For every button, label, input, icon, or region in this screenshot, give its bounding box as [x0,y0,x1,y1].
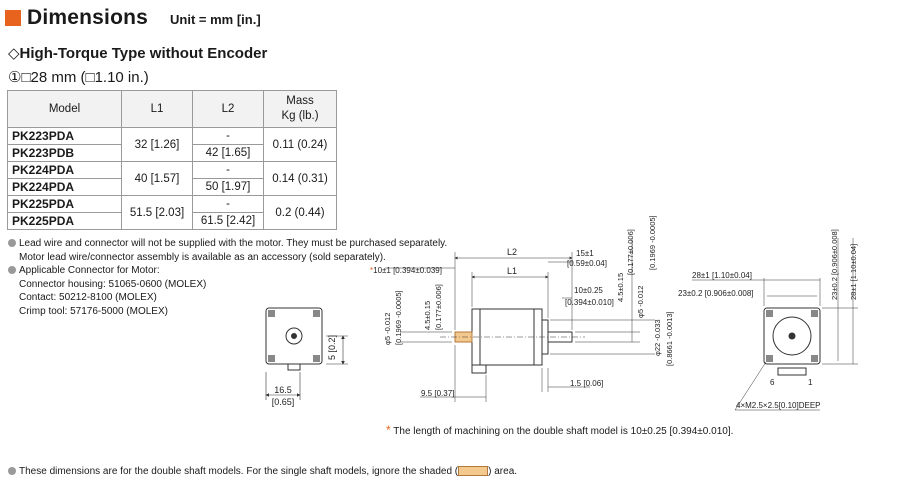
side-view [385,238,655,402]
front-view-large [692,238,858,411]
mounting-holes-label: 4×M2.5×2.5[0.10]DEEP [736,401,821,410]
pin-1-label: 1 [808,378,813,387]
footnote: * The length of machining on the double … [386,423,733,437]
bottom-note-before: These dimensions are for the double shaf… [19,466,459,477]
dim-23-h: 23±0.2 [0.906±0.008] [678,289,754,298]
bullet-icon [8,266,16,275]
dim-l2: L2 [507,247,517,257]
note-contact: Contact: 50212-8100 (MOLEX) [19,292,157,303]
pin-6-label: 6 [770,378,775,387]
dim-23-v: 23±0.2 [0.906±0.008] [830,229,839,300]
dim-5: 5 [0.2] [327,335,337,360]
dim-4-5a-in: [0.177±0.006] [434,284,443,330]
dim-16-5: 16.5 [274,385,292,395]
bullet-icon [8,467,16,476]
l1-cell: 32 [1.26] [121,127,193,162]
col-mass: Mass Kg (lb.) [263,90,337,128]
col-model: Model [7,90,122,128]
asterisk: * [386,423,391,437]
col-mass-line2: Kg (lb.) [281,110,319,122]
dimensions-table: Model L1 L2 Mass Kg (lb.) PK223PDA 32 [1… [7,90,337,230]
mass-cell: 0.2 (0.44) [263,195,337,230]
dim-10-25-in: [0.394±0.010] [565,298,614,307]
page-title: Dimensions [27,6,149,29]
dim-phi5b-in: [0.1969 -0.0005] [648,215,657,270]
col-mass-line1: Mass [286,95,314,107]
l1-cell: 40 [1.57] [121,161,193,196]
table-row: PK225PDA 61.5 [2.42] [7,212,337,230]
motor-size-label: ①□28 mm (□1.10 in.) [8,69,149,86]
dim-28-h: 28±1 [1.10±0.04] [692,271,752,280]
dim-9-5: 9.5 [0.37] [421,389,454,398]
dim-28-v: 28±1 [1.10±0.04] [849,244,858,300]
section-header: Dimensions Unit = mm [in.] [5,6,261,32]
note-crimp: Crimp tool: 57176-5000 (MOLEX) [19,305,168,317]
model-cell: PK225PDA [7,212,122,230]
orange-square-icon [5,10,21,26]
dim-4-5b-in: [0.177±0.006] [626,229,635,275]
table-row: PK224PDA 40 [1.57] - 0.14 (0.31) [7,161,337,196]
dim-1-5: 1.5 [0.06] [570,379,603,388]
dim-l1: L1 [507,266,517,276]
dim-phi22: φ22 -0.033 [653,319,662,356]
front-view-small [265,307,348,400]
table-row: PK223PDB 42 [1.65] [7,144,337,162]
note-housing: Connector housing: 51065-0600 (MOLEX) [19,278,207,290]
notes-block: Lead wire and connector will not be supp… [8,237,447,318]
bottom-note: These dimensions are for the double shaf… [8,466,517,477]
note-lead-wire: Lead wire and connector will not be supp… [19,238,448,249]
dim-10: *10±1 [0.394±0.039] [370,266,442,275]
dim-10-25: 10±0.25 [574,286,603,295]
dim-phi22-in: [0.8661 -0.0013] [665,311,674,366]
dim-15-in: [0.59±0.04] [567,259,607,268]
dim-16-5-in: [0.65] [272,397,295,407]
dim-phi5b: φ5 -0.012 [636,286,645,318]
col-l1: L1 [121,90,193,128]
mass-cell: 0.11 (0.24) [263,127,337,162]
mass-cell: 0.14 (0.31) [263,161,337,196]
bottom-note-after: ) area. [488,466,518,477]
unit-label: Unit = mm [in.] [170,12,261,27]
table-header-row: Model L1 L2 Mass Kg (lb.) [7,90,337,128]
section-subtitle: ◇High-Torque Type without Encoder [8,45,268,62]
dim-4-5a: 4.5±0.15 [423,301,432,330]
dim-15: 15±1 [576,249,594,258]
l1-cell: 51.5 [2.03] [121,195,193,230]
dim-4-5b: 4.5±0.15 [616,273,625,302]
note-accessory: Motor lead wire/connector assembly is av… [19,251,386,263]
dim-phi5a: φ5 -0.012 [383,313,392,345]
bullet-icon [8,239,16,248]
model-cell: PK225PDA [7,195,122,213]
model-cell: PK224PDA [7,161,122,179]
note-connector: Applicable Connector for Motor: [19,265,160,276]
table-row: PK225PDA 51.5 [2.03] - 0.2 (0.44) [7,195,337,230]
footnote-text: The length of machining on the double sh… [393,426,734,437]
l2-cell: 61.5 [2.42] [192,212,264,230]
l2-cell: 50 [1.97] [192,178,264,196]
dim-phi5a-in: [0.1969 -0.0005] [394,290,403,345]
shaded-area-swatch [458,466,489,477]
